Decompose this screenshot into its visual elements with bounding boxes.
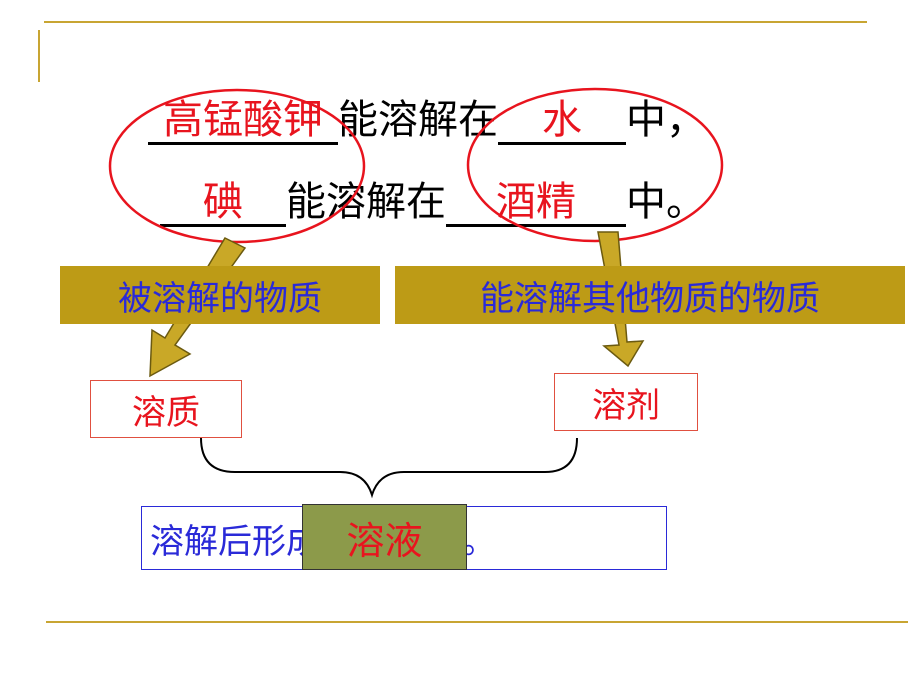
sentence-1-verb: 能溶解在: [338, 97, 498, 143]
solute-circle: [108, 88, 366, 244]
sentence-2-solvent: 酒精: [446, 180, 626, 227]
solvent-circle: [466, 87, 724, 243]
sentence-1-end: 中，: [626, 97, 706, 143]
frame-left-line: [38, 30, 40, 82]
solute-definition-bar: 被溶解的物质: [60, 266, 380, 324]
solvent-definition-bar: 能溶解其他物质的物质: [395, 266, 905, 324]
sentence-2: 碘能溶解在酒精中。: [160, 178, 706, 227]
sentence-2-verb: 能溶解在: [286, 179, 446, 225]
sentence-1-solvent: 水: [498, 98, 626, 145]
sentence-2-solute: 碘: [160, 180, 286, 227]
frame-top-line: [44, 21, 867, 23]
sentence-1-solute: 高锰酸钾: [148, 98, 338, 145]
frame-bottom-line: [46, 621, 908, 623]
solute-term-box: 溶质: [90, 380, 242, 438]
brace: [200, 437, 578, 499]
solvent-term-box: 溶剂: [554, 373, 698, 431]
sentence-2-end: 中。: [626, 179, 706, 225]
sentence-1: 高锰酸钾能溶解在水中，: [148, 96, 706, 145]
solution-term-box: 溶液: [302, 504, 467, 570]
